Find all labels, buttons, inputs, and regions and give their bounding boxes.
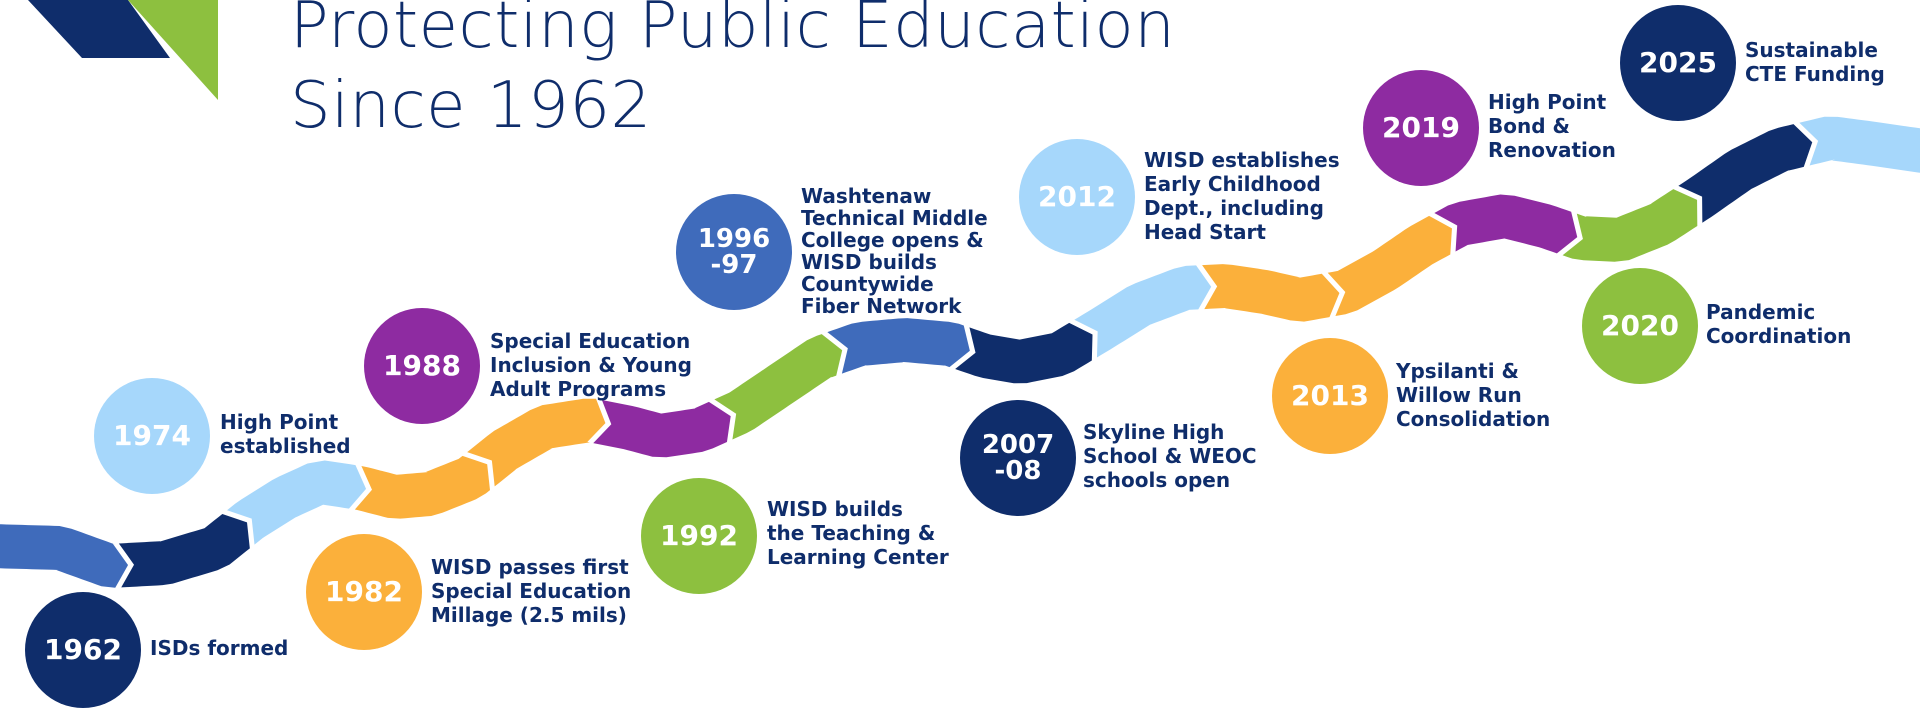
event-year: 2007 -08 — [981, 430, 1055, 486]
ribbon-segment-15 — [1678, 124, 1813, 223]
event-label-1982: WISD passes first Special Education Mill… — [431, 555, 632, 627]
ribbon-segment-7 — [714, 334, 843, 440]
page-title: Protecting Public Education Since 1962 — [290, 0, 1175, 146]
event-year: 2020 — [1601, 309, 1679, 342]
event-circle-1988: 1988 — [364, 308, 480, 424]
event-year: 2012 — [1038, 180, 1116, 213]
title-line-2: Since 1962 — [290, 69, 652, 143]
event-circle-1974: 1974 — [94, 378, 210, 494]
event-circle-2007-08: 2007 -08 — [960, 400, 1076, 516]
event-label-1992: WISD builds the Teaching & Learning Cent… — [767, 497, 949, 569]
event-year: 1982 — [325, 575, 403, 608]
logo-green-shape — [128, 0, 218, 100]
event-label-1988: Special Education Inclusion & Young Adul… — [490, 329, 692, 401]
event-label-2013: Ypsilanti & Willow Run Consolidation — [1396, 359, 1551, 431]
event-year: 1996 -97 — [697, 224, 771, 280]
ribbon-segment-6 — [593, 399, 731, 458]
event-year: 2013 — [1291, 379, 1369, 412]
event-circle-2012: 2012 — [1019, 139, 1135, 255]
ribbon-segment-10 — [1074, 265, 1212, 358]
event-year: 1992 — [660, 519, 738, 552]
event-label-1962: ISDs formed — [150, 636, 289, 660]
logo-navy-shape — [28, 0, 170, 58]
event-label-1996-97: Washtenaw Technical Middle College opens… — [801, 184, 988, 318]
event-circle-1962: 1962 — [25, 592, 141, 708]
ribbon-segment-14 — [1562, 189, 1698, 262]
event-circle-2025: 2025 — [1620, 5, 1736, 121]
ribbon-segment-8 — [827, 318, 970, 374]
event-label-2019: High Point Bond & Renovation — [1488, 90, 1616, 162]
ribbon-segment-5 — [467, 398, 606, 487]
event-year: 1962 — [44, 633, 122, 666]
ribbon-segment-2 — [118, 513, 250, 588]
event-year: 1974 — [113, 419, 191, 452]
event-year: 1988 — [383, 349, 461, 382]
event-circle-2019: 2019 — [1363, 70, 1479, 186]
ribbon-segment-12 — [1327, 215, 1452, 317]
ribbon-segment-4 — [354, 455, 490, 519]
ribbon-segment-3 — [227, 460, 367, 545]
event-year: 2019 — [1382, 111, 1460, 144]
event-circle-2020: 2020 — [1582, 268, 1698, 384]
event-label-2025: Sustainable CTE Funding — [1745, 38, 1885, 86]
ribbon-segment-11 — [1202, 264, 1340, 322]
ribbon-segment-16 — [1799, 116, 1920, 173]
event-label-2020: Pandemic Coordination — [1706, 300, 1852, 348]
event-circle-1992: 1992 — [641, 478, 757, 594]
event-circle-2013: 2013 — [1272, 338, 1388, 454]
ribbon-segment-9 — [955, 322, 1093, 384]
event-year: 2025 — [1639, 46, 1717, 79]
title-line-1: Protecting Public Education — [290, 0, 1176, 63]
ribbon-segment-13 — [1434, 194, 1578, 254]
event-label-1974: High Point established — [220, 410, 351, 458]
logo-chevron-mark — [28, 0, 218, 100]
ribbon-segment-1 — [0, 524, 129, 588]
event-circle-1996-97: 1996 -97 — [676, 194, 792, 310]
event-label-2007-08: Skyline High School & WEOC schools open — [1083, 420, 1257, 492]
event-circle-1982: 1982 — [306, 534, 422, 650]
event-label-2012: WISD establishes Early Childhood Dept., … — [1144, 148, 1340, 244]
